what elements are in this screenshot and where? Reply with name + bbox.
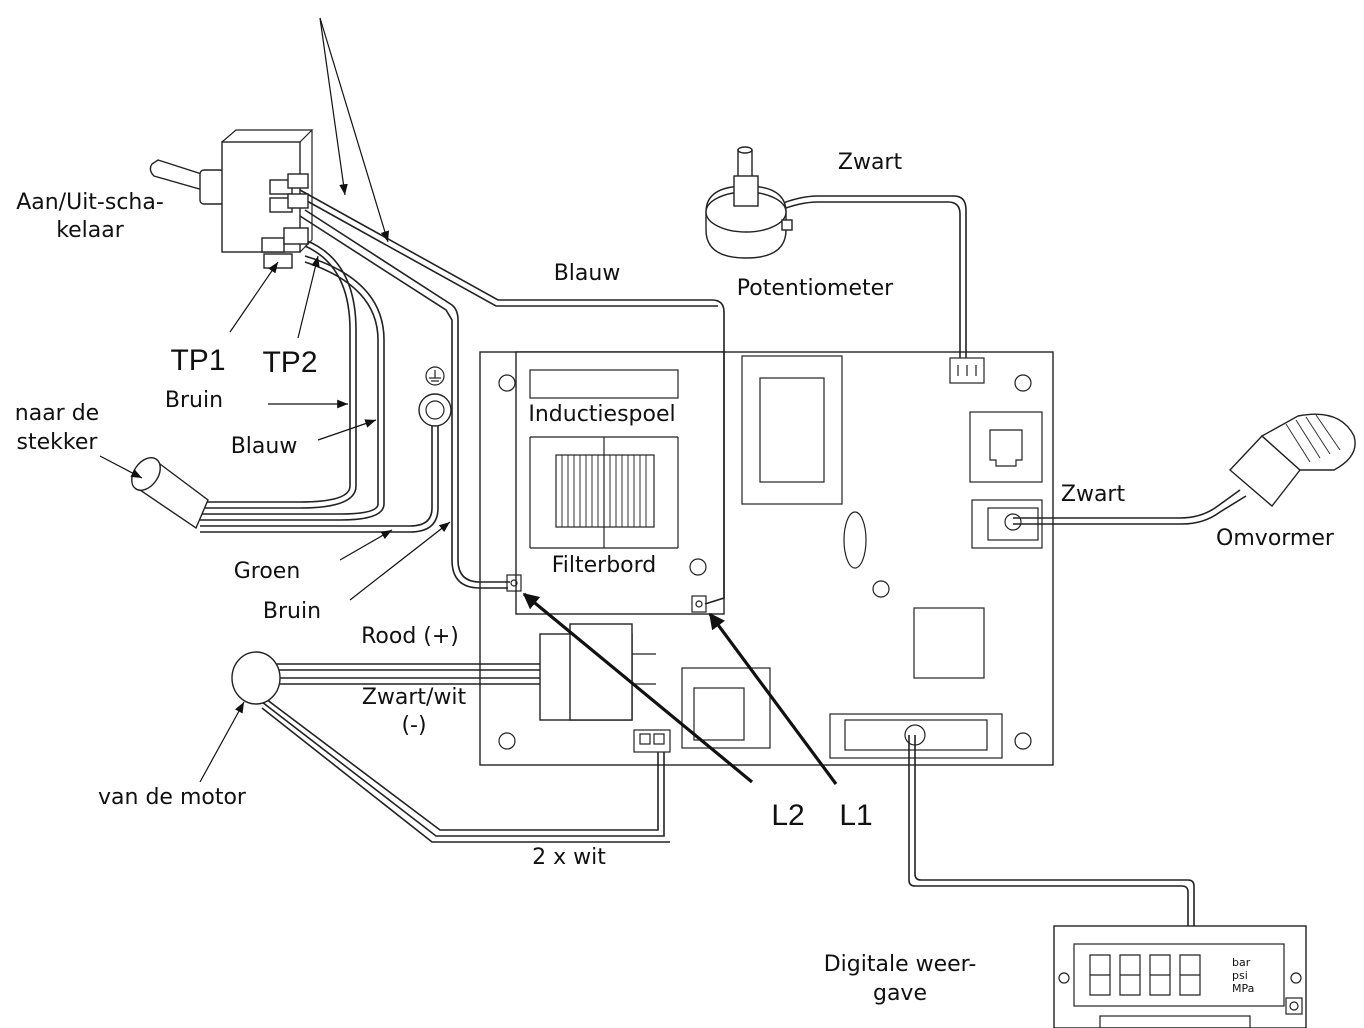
display-unit-bar: bar [1232,956,1251,969]
potentiometer-part [705,146,793,259]
label-stekker-line2: stekker [17,430,99,455]
motor-grommet [231,651,281,705]
label-omvormer: Omvormer [1216,526,1335,551]
label-zwart-right: Zwart [1061,482,1126,507]
wires [196,189,1247,926]
label-bruin-top: Bruin [165,388,223,413]
labels: Aan/Uit-scha- kelaar TP1 TP2 Bruin Blauw… [15,150,1335,1006]
label-filterbord: Filterbord [552,553,657,578]
transducer-part [1228,413,1356,508]
label-zwart-top: Zwart [838,150,903,175]
label-blauw-top: Blauw [554,261,621,286]
label-blauw-left: Blauw [231,434,298,459]
display-unit-psi: psi [1232,969,1248,982]
digital-display: bar psi MPa [1053,925,1307,1028]
label-l1: L1 [839,799,872,832]
on-off-switch [149,129,314,269]
display-unit-mpa: MPa [1232,982,1254,995]
label-inductiespoel: Inductiespoel [528,402,675,427]
label-stekker-line1: naar de [15,401,99,426]
label-bruin-bottom: Bruin [263,599,321,624]
motor-connector-block [539,623,656,721]
filter-board [506,351,725,615]
pointer-arrows [99,17,838,785]
label-l2: L2 [771,799,804,832]
label-display-line2: gave [873,981,927,1006]
plug-cable-end [131,456,209,530]
label-tp2: TP2 [262,346,317,379]
label-van-de-motor: van de motor [98,785,247,810]
label-zwart-wit-line1: Zwart/wit [362,685,467,710]
ground-terminal [418,366,452,427]
label-rood: Rood (+) [361,624,459,649]
label-tp1: TP1 [170,344,225,377]
label-2x-wit: 2 x wit [532,845,606,870]
label-switch-line2: kelaar [56,218,125,243]
label-groen: Groen [234,559,301,584]
label-potentiometer: Potentiometer [737,276,894,301]
label-display-line1: Digitale weer- [824,952,977,977]
label-zwart-wit-line2: (-) [401,713,426,738]
label-switch-line1: Aan/Uit-scha- [16,190,164,215]
